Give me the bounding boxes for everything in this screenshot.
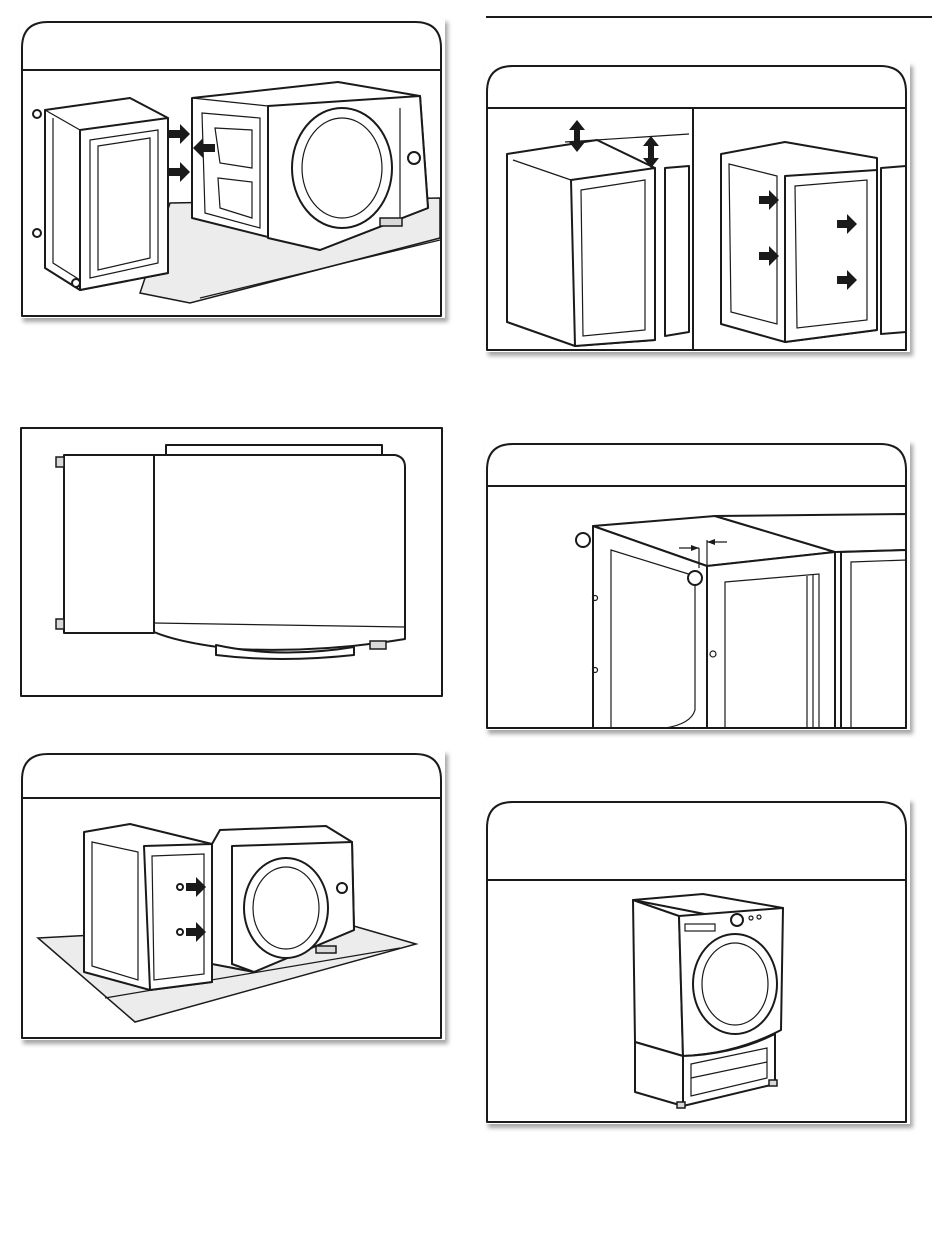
figure-side-view xyxy=(20,427,443,697)
figure-pedestal-attached xyxy=(20,750,445,1040)
figure-gap-detail xyxy=(485,440,910,730)
figure-align-and-fasten xyxy=(485,62,910,352)
figure-pedestal-to-dryer-rear xyxy=(20,18,445,318)
section-rule xyxy=(486,16,932,18)
figure-completed-assembly xyxy=(485,798,910,1124)
